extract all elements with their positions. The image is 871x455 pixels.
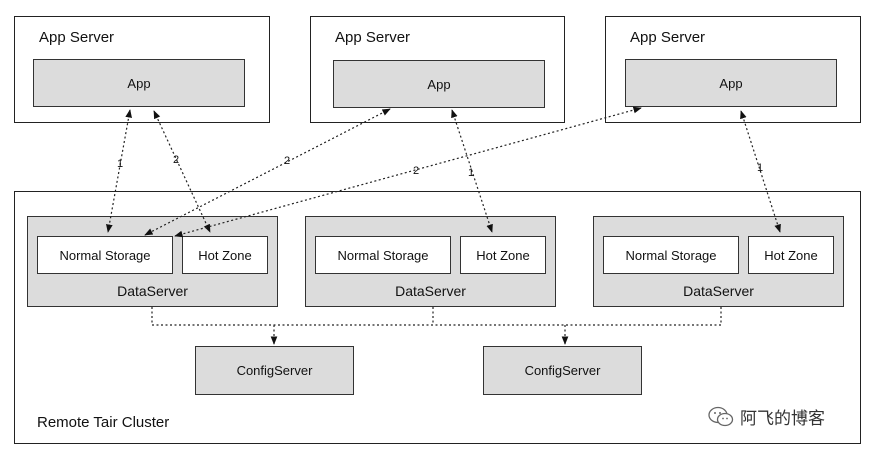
edge-app3-normal1 — [174, 106, 642, 238]
config-server-2: ConfigServer — [483, 346, 642, 395]
hot-zone: Hot Zone — [182, 236, 268, 274]
app-server-title: App Server — [39, 29, 115, 46]
normal-storage: Normal Storage — [37, 236, 173, 274]
config-server-1: ConfigServer — [195, 346, 354, 395]
data-server-label: DataServer — [117, 283, 188, 299]
edge-label: 1 — [468, 167, 474, 179]
app-server-3: App Server App — [605, 16, 861, 123]
cluster-title: Remote Tair Cluster — [37, 414, 170, 431]
dataserver-bus — [151, 307, 722, 326]
wechat-icon — [708, 406, 734, 426]
edge-label: 2 — [173, 154, 179, 166]
edge-label: 1 — [117, 158, 123, 170]
data-server-label: DataServer — [395, 283, 466, 299]
hot-zone: Hot Zone — [748, 236, 834, 274]
hot-zone: Hot Zone — [460, 236, 546, 274]
app-server-1: App Server App — [14, 16, 270, 123]
app-server-title: App Server — [630, 29, 706, 46]
normal-storage: Normal Storage — [315, 236, 451, 274]
edge-app1-hotzone — [153, 110, 211, 233]
edge-app1-normal — [106, 109, 132, 233]
normal-storage: Normal Storage — [603, 236, 739, 274]
edge-app3-hotzone3 — [740, 110, 781, 233]
edge-label: 2 — [284, 155, 290, 167]
app-box: App — [625, 59, 837, 107]
watermark-text: 阿飞的博客 — [740, 409, 825, 429]
app-box: App — [33, 59, 245, 107]
app-server-2: App Server App — [310, 16, 565, 123]
edge-label: 1 — [757, 162, 763, 174]
edge-app2-normal1 — [144, 108, 391, 236]
data-server-label: DataServer — [683, 283, 754, 299]
app-server-title: App Server — [335, 29, 411, 46]
watermark: 阿飞的博客 — [708, 404, 825, 429]
edge-label: 2 — [413, 165, 419, 177]
